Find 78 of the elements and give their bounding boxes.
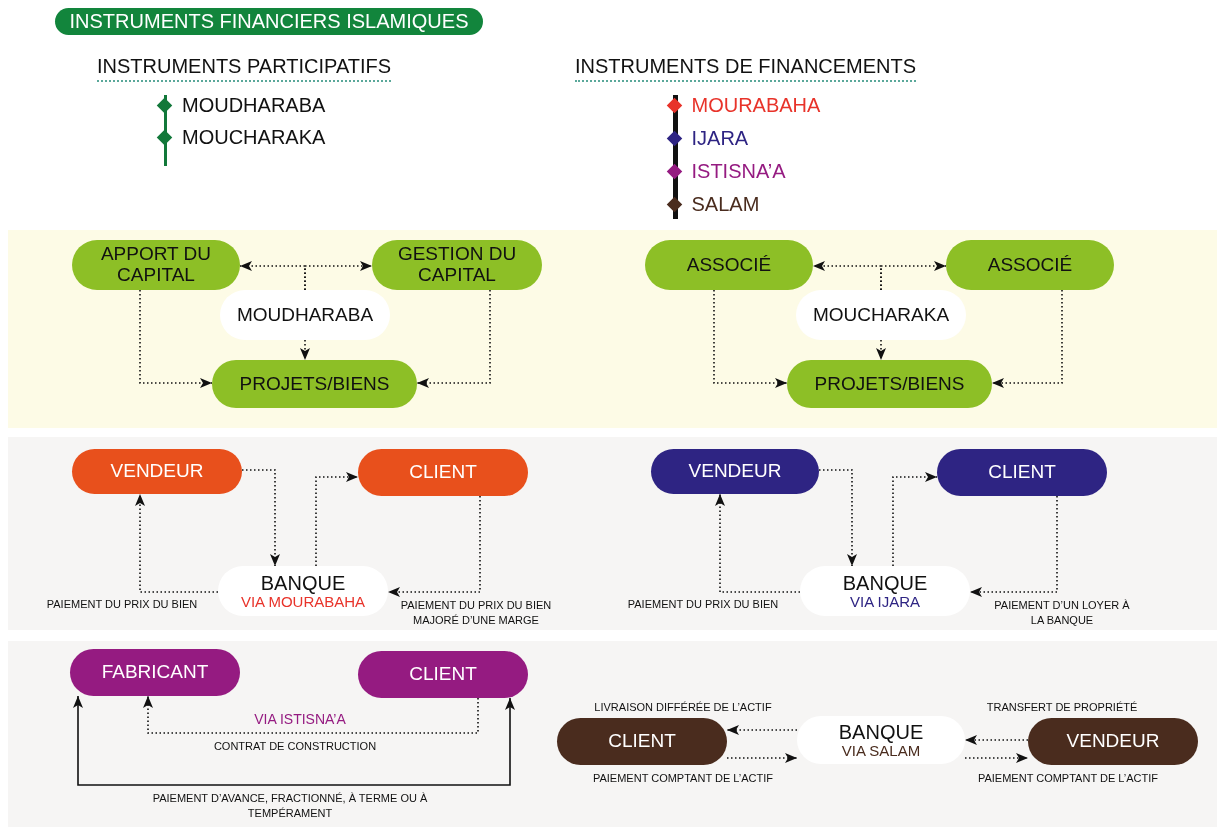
arrow [713, 289, 788, 388]
legend-label: MOURABAHA [691, 93, 821, 117]
rounded-node [212, 360, 417, 408]
rounded-node [70, 649, 240, 696]
edge-label: PAIEMENT DU PRIX DU BIEN [45, 597, 199, 612]
node-label: PROJETS/BIENS [239, 373, 390, 395]
arrow [241, 469, 280, 567]
edge-label: PAIEMENT DU PRIX DU BIEN MAJORÉ D’UNE MARGE [399, 598, 553, 628]
node-label: VIA SALAM [841, 742, 921, 760]
arrow [818, 469, 857, 567]
node-label: VENDEUR [1066, 731, 1160, 752]
rounded-node [787, 360, 992, 408]
section-heading: INSTRUMENTS DE FINANCEMENTS [575, 55, 917, 82]
arrow [726, 753, 798, 763]
rounded-node [645, 240, 813, 290]
arrow [139, 289, 213, 388]
edge-label: PAIEMENT COMPTANT DE L’ACTIF [591, 771, 775, 786]
arrow [416, 289, 491, 388]
legend-label: SALAM [691, 192, 760, 216]
arrow [387, 495, 481, 597]
arrow [991, 289, 1063, 388]
node-label: APPORT DU CAPITAL [99, 244, 213, 286]
node-label: FABRICANT [101, 662, 209, 683]
node-label: VENDEUR [110, 461, 204, 482]
section-heading: INSTRUMENTS PARTICIPATIFS [97, 55, 392, 82]
rounded-node [946, 240, 1114, 290]
edge-label: LIVRAISON DIFFÉRÉE DE L’ACTIF [593, 700, 773, 715]
rounded-node [358, 651, 528, 698]
arrow [715, 493, 801, 593]
rounded-node [1028, 718, 1198, 765]
rounded-node [937, 449, 1107, 496]
node-label: BANQUE [842, 571, 928, 594]
rounded-node [72, 449, 242, 494]
node-label: MOUCHARAKA [812, 304, 950, 326]
arrow [892, 472, 938, 567]
node-label: VIA MOURABAHA [240, 593, 366, 611]
edge-label: PAIEMENT COMPTANT DE L’ACTIF [976, 771, 1160, 786]
arrow [300, 339, 310, 361]
node-label: ASSOCIÉ [987, 254, 1073, 276]
arrow [969, 495, 1058, 597]
node-label: PROJETS/BIENS [814, 373, 965, 395]
edge-label: CONTRAT DE CONSTRUCTION [212, 739, 378, 754]
arrow [964, 735, 1029, 745]
arrow [135, 493, 219, 593]
contract-label: VIA ISTISNA’A [254, 711, 346, 727]
node-label: BANQUE [260, 571, 346, 594]
node-label: CLIENT [608, 731, 676, 752]
node-label: CLIENT [409, 664, 477, 685]
rounded-node [72, 240, 240, 290]
arrow [876, 339, 886, 361]
node-label: MOUDHARABA [236, 304, 374, 326]
legend-label: MOUCHARAKA [182, 125, 326, 149]
node-label: BANQUE [838, 720, 924, 743]
node-label: ASSOCIÉ [686, 254, 772, 276]
arrow [315, 472, 359, 567]
title-banner: INSTRUMENTS FINANCIERS ISLAMIQUES [55, 8, 483, 35]
node-label: GESTION DU CAPITAL [396, 244, 518, 286]
node-label: VIA IJARA [850, 593, 920, 611]
edge-label: TRANSFERT DE PROPRIÉTÉ [985, 700, 1139, 715]
node-label: CLIENT [409, 462, 477, 483]
edge-label: PAIEMENT D’UN LOYER À LA BANQUE [993, 598, 1131, 628]
edge-label: PAIEMENT D’AVANCE, FRACTIONNÉ, À TERME OU À TEMPÉRAMENT [151, 791, 429, 821]
rounded-node [372, 240, 542, 290]
legend-label: IJARA [691, 126, 749, 150]
double-arrow [73, 695, 515, 786]
node-label: CLIENT [988, 462, 1056, 483]
arrow [143, 695, 479, 734]
edge-label: PAIEMENT DU PRIX DU BIEN [626, 597, 780, 612]
arrow [726, 725, 798, 735]
rounded-node [651, 449, 819, 494]
arrow [304, 261, 373, 291]
node-label: VENDEUR [688, 461, 782, 482]
legend-label: ISTISNA’A [691, 159, 786, 183]
arrow [880, 261, 947, 291]
arrow [964, 753, 1029, 763]
legend-label: MOUDHARABA [182, 93, 326, 117]
rounded-node [358, 449, 528, 496]
rounded-node [557, 718, 727, 765]
